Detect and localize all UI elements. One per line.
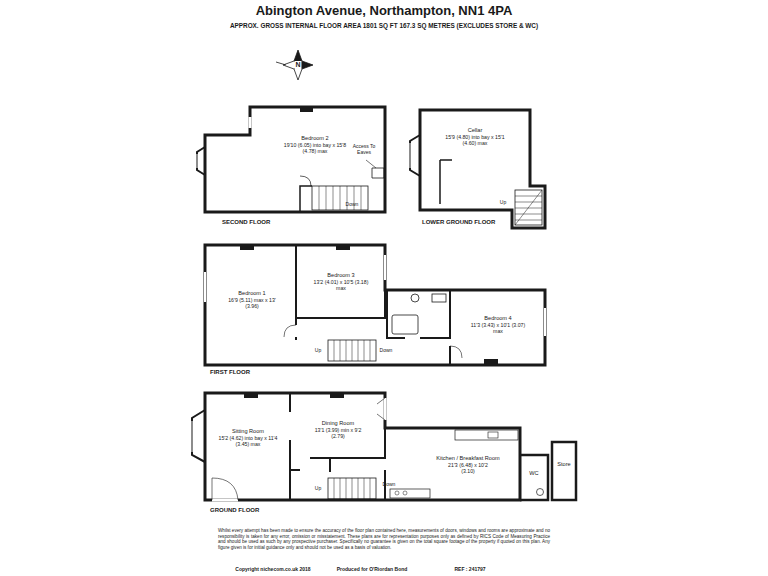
- room-area: Cellar15'9 (4.80) into bay x 15'1 (4.60)…: [425, 116, 525, 158]
- floor-name: FIRST FLOOR: [210, 369, 250, 376]
- room-name: Cellar: [468, 127, 483, 134]
- stair-direction: Up: [500, 199, 506, 205]
- room-dimensions: 16'9 (5.11) max x 13' (3.96): [221, 297, 283, 309]
- first-floor-walls: [205, 245, 545, 365]
- room-dimensions: 15'2 (4.62) into bay x 11'4 (3.45) max: [216, 435, 280, 447]
- room-name: Bedroom 2: [301, 135, 328, 142]
- room-area: Dining Room13'1 (3.99) min x 9'2 (2.79): [293, 412, 383, 448]
- floor-name: LOWER GROUND FLOOR: [422, 219, 495, 226]
- room-dimensions: 21'3 (6.48) x 10'2 (3.10): [448, 462, 488, 474]
- north-point: N: [294, 61, 301, 69]
- disclaimer: Whilst every attempt has been made to en…: [218, 528, 550, 550]
- room-area: Store: [553, 457, 575, 471]
- second-floor-walls: [197, 107, 385, 212]
- producer: Produced for O'Riordan Bond: [337, 566, 408, 572]
- room-area: Bedroom 116'9 (5.11) max x 13' (3.96): [210, 280, 294, 320]
- room-name: Bedroom 3: [327, 272, 354, 279]
- floor-name: SECOND FLOOR: [222, 219, 270, 226]
- compass-rose: [276, 50, 313, 80]
- stair-direction: Up: [315, 485, 321, 491]
- room-area: Bedroom 411'3 (3.43) x 10'1 (3.07) max: [453, 305, 543, 345]
- room-name: Kitchen / Breakfast Room: [436, 455, 499, 462]
- copyright: Copyright nichecom.co.uk 2018: [235, 566, 310, 572]
- stair-direction: Up: [315, 347, 321, 353]
- room-area: Kitchen / Breakfast Room21'3 (6.48) x 10…: [420, 447, 516, 483]
- plan-title: Abington Avenue, Northampton, NN1 4PA: [256, 3, 513, 19]
- room-dimensions: 13'1 (3.99) min x 9'2 (2.79): [309, 427, 367, 439]
- stair-direction: Down: [380, 347, 393, 353]
- reference: REF : 241797: [454, 566, 485, 572]
- eaves-note: Access To Eaves: [350, 143, 378, 155]
- room-area: Bedroom 313'2 (4.01) x 10'5 (3.18) max: [299, 262, 383, 302]
- room-name: Bedroom 4: [484, 315, 511, 322]
- room-name: WC: [529, 470, 538, 477]
- stair-direction: Down: [346, 201, 359, 207]
- room-dimensions: 15'9 (4.80) into bay x 15'1 (4.60) max: [443, 134, 507, 146]
- area-note: APPROX. GROSS INTERNAL FLOOR AREA 1801 S…: [230, 22, 538, 30]
- stair-direction: Down: [383, 481, 396, 487]
- room-name: Dining Room: [322, 420, 354, 427]
- ground-floor-walls: [192, 393, 576, 500]
- room-area: WC: [521, 466, 547, 480]
- room-name: Sitting Room: [232, 428, 264, 435]
- room-dimensions: 19'10 (6.05) into bay x 15'8 (4.78) max: [280, 142, 350, 154]
- floor-name: GROUND FLOOR: [210, 507, 259, 514]
- room-name: Store: [557, 461, 570, 468]
- room-area: Sitting Room15'2 (4.62) into bay x 11'4 …: [208, 418, 288, 458]
- lower-ground-walls: [410, 110, 545, 228]
- room-dimensions: 13'2 (4.01) x 10'5 (3.18) max: [311, 279, 371, 291]
- room-dimensions: 11'3 (3.43) x 10'1 (3.07) max: [467, 322, 529, 334]
- room-name: Bedroom 1: [238, 290, 265, 297]
